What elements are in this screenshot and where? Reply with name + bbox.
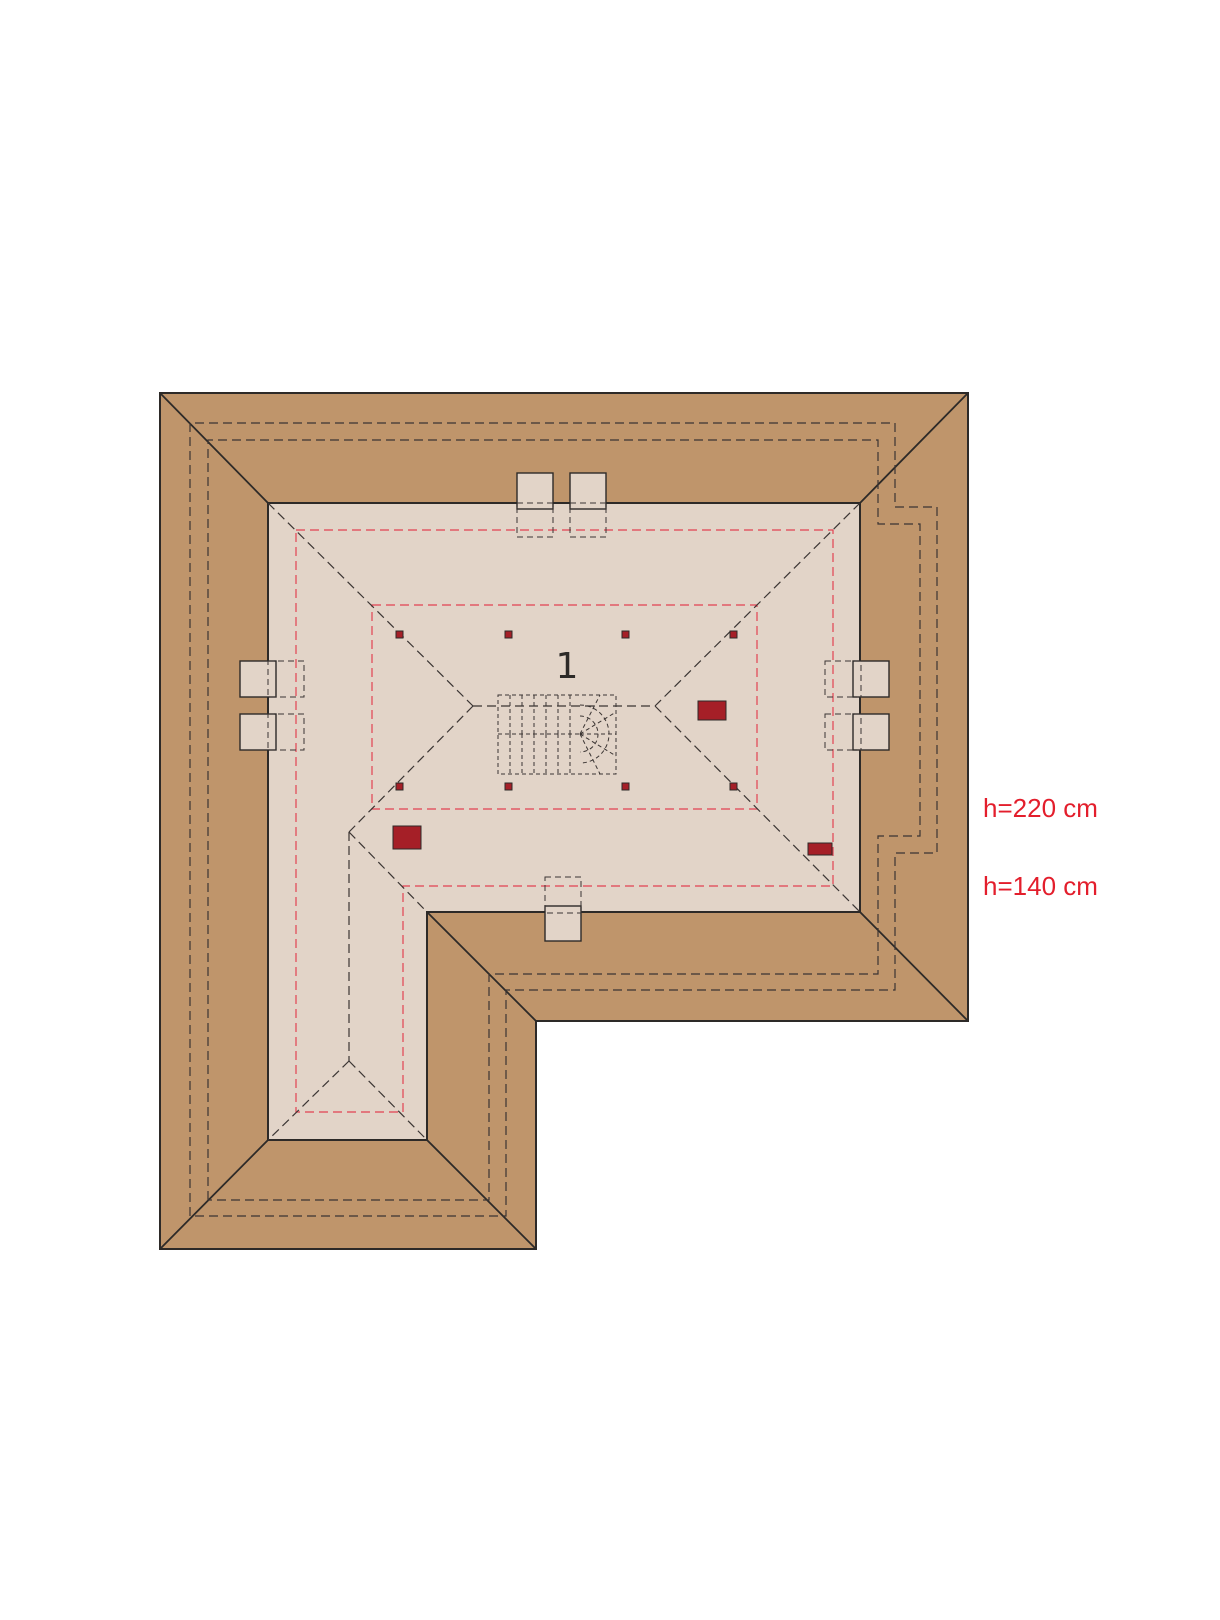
height-label-220: h=220 cm: [983, 793, 1098, 823]
chimney-icon: [807, 842, 833, 856]
post-icon: [729, 630, 738, 639]
interior-ridge-dashed-lines: [267, 502, 861, 1141]
height-label-140: h=140 cm: [983, 871, 1098, 901]
room-number: 1: [556, 646, 579, 687]
roof-windows: [239, 472, 890, 942]
roof-window-icon: [239, 660, 305, 698]
chimneys: [392, 700, 833, 856]
roof-window-icon: [516, 472, 554, 538]
post-icon: [621, 782, 630, 791]
staircase-icon: [497, 694, 617, 775]
roof-window-icon: [544, 876, 582, 942]
chimney-icon: [697, 700, 727, 721]
post-icon: [395, 630, 404, 639]
post-icon: [504, 630, 513, 639]
roof-window-icon: [239, 713, 305, 751]
post-icon: [729, 782, 738, 791]
roof-window-icon: [824, 713, 890, 751]
post-icon: [395, 782, 404, 791]
roof-window-icon: [569, 472, 607, 538]
structural-posts: [395, 630, 738, 791]
chimney-icon: [392, 825, 422, 850]
roof-window-icon: [824, 660, 890, 698]
post-icon: [621, 630, 630, 639]
post-icon: [504, 782, 513, 791]
outer-wall-dashed-lines: [189, 422, 938, 1217]
attic-floor-area: [267, 502, 861, 1141]
